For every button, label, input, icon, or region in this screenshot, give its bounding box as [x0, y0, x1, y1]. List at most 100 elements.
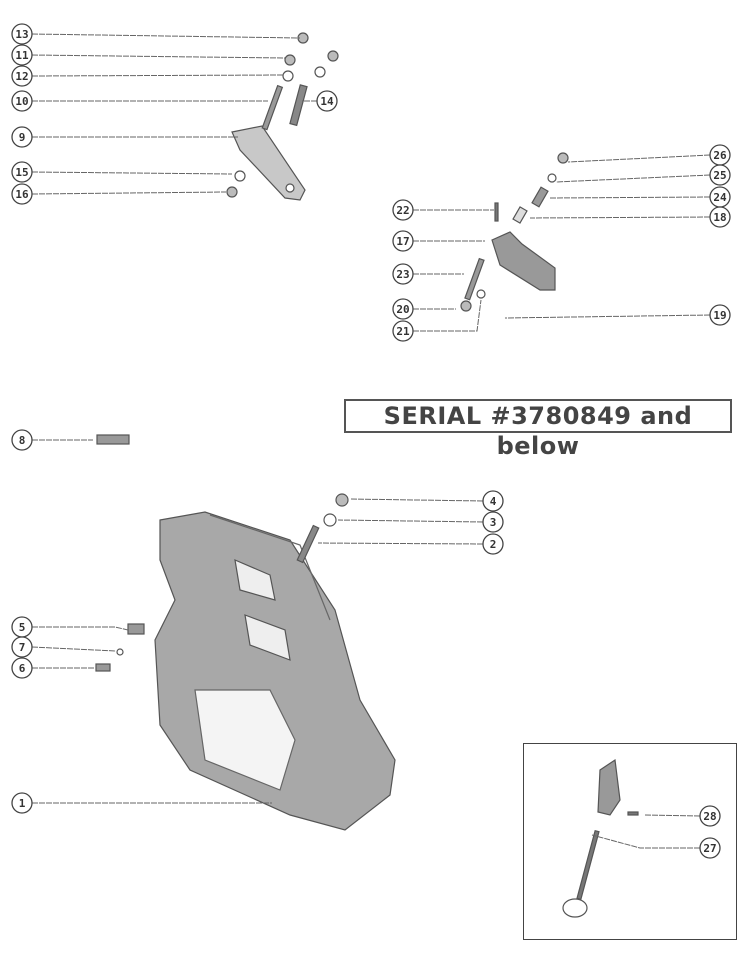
part-stud-2 [296, 524, 320, 564]
callout-9: 9 [11, 126, 33, 148]
callout-number: 8 [19, 434, 26, 447]
leader-line-3 [337, 519, 484, 523]
callout-number: 9 [19, 131, 26, 144]
part-washer-12 [282, 70, 294, 82]
leader-line-28 [644, 814, 701, 817]
leader-line-15 [31, 171, 233, 175]
callout-number: 7 [19, 641, 26, 654]
callout-number: 1 [19, 797, 26, 810]
callout-circle [392, 263, 414, 285]
part-washer-7 [116, 648, 124, 656]
callout-number: 18 [713, 211, 726, 224]
part-sleeve-18 [512, 206, 528, 224]
callout-circle [11, 90, 33, 112]
callout-number: 28 [703, 810, 716, 823]
callout-number: 11 [15, 49, 29, 62]
part-washer-15 [234, 170, 246, 182]
callout-number: 4 [490, 495, 497, 508]
part-bracket-5 [127, 623, 145, 635]
part-inset-clip [562, 898, 588, 918]
part-bracket-9 [231, 125, 306, 201]
callout-number: 25 [713, 169, 726, 182]
callout-circle [392, 199, 414, 221]
part-screw-6 [95, 663, 111, 672]
part-bolt-14 [289, 84, 308, 127]
callout-number: 16 [15, 188, 29, 201]
callout-26: 26 [709, 144, 731, 166]
callout-15: 15 [11, 161, 33, 183]
serial-note: SERIAL #3780849 and below [344, 399, 732, 460]
callout-circle [709, 206, 731, 228]
part-spring-24 [531, 186, 549, 208]
callout-13: 13 [11, 23, 33, 45]
callout-number: 14 [320, 95, 334, 108]
leader-line-5 [32, 626, 129, 631]
callout-27: 27 [699, 837, 721, 859]
leader-line-2 [317, 542, 484, 545]
part-clamp-bracket-1 [154, 511, 396, 831]
callout-11: 11 [11, 44, 33, 66]
callout-number: 22 [396, 204, 409, 217]
callout-10: 10 [11, 90, 33, 112]
part-washer-11 [284, 54, 296, 66]
callout-18: 18 [709, 206, 731, 228]
callout-circle [11, 429, 33, 451]
callout-23: 23 [392, 263, 414, 285]
part-nut-13b [327, 50, 339, 62]
part-pin-22 [494, 202, 499, 222]
callout-circle [11, 44, 33, 66]
callout-circle [11, 792, 33, 814]
callout-circle [699, 837, 721, 859]
callout-number: 13 [15, 28, 28, 41]
callout-number: 10 [15, 95, 28, 108]
part-screw-8 [96, 434, 130, 445]
callout-1: 1 [11, 792, 33, 814]
part-nut-4 [335, 493, 349, 507]
callout-12: 12 [11, 65, 33, 87]
part-washer-25 [547, 173, 557, 183]
leader-line-24 [548, 196, 711, 199]
callout-circle [699, 805, 721, 827]
leader-line-12 [31, 74, 284, 77]
leader-line-18 [529, 216, 711, 219]
callout-number: 20 [396, 303, 409, 316]
callout-3: 3 [482, 511, 504, 533]
callout-number: 23 [396, 268, 409, 281]
leader-line-21 [413, 299, 482, 332]
callout-circle [11, 161, 33, 183]
callout-circle [11, 126, 33, 148]
inset-box [523, 743, 737, 940]
callout-circle [11, 657, 33, 679]
callout-14: 14 [316, 90, 338, 112]
callout-circle [709, 304, 731, 326]
callout-circle [316, 90, 338, 112]
leader-line-11 [31, 54, 286, 59]
leader-line-27 [591, 834, 700, 849]
callout-number: 19 [713, 309, 726, 322]
callout-number: 2 [490, 538, 497, 551]
part-inset-rod-27 [576, 829, 600, 901]
callout-6: 6 [11, 657, 33, 679]
callout-7: 7 [11, 636, 33, 658]
callout-number: 21 [396, 325, 410, 338]
leader-line-26 [567, 154, 711, 163]
leader-line-13 [31, 33, 301, 39]
callout-circle [482, 511, 504, 533]
callout-circle [709, 164, 731, 186]
leader-line-25 [555, 174, 711, 183]
part-nut-12b [314, 66, 326, 78]
leader-line-7 [31, 646, 117, 652]
callout-circle [11, 65, 33, 87]
leader-line-4 [349, 498, 484, 502]
callout-circle [392, 230, 414, 252]
callout-16: 16 [11, 183, 33, 205]
part-screw-20 [460, 300, 472, 312]
callout-circle [482, 533, 504, 555]
callout-number: 12 [15, 70, 28, 83]
part-nut-26 [557, 152, 569, 164]
callout-circle [482, 490, 504, 512]
callout-number: 6 [19, 662, 26, 675]
part-stud-10 [261, 84, 284, 131]
part-lever-17 [491, 231, 556, 291]
